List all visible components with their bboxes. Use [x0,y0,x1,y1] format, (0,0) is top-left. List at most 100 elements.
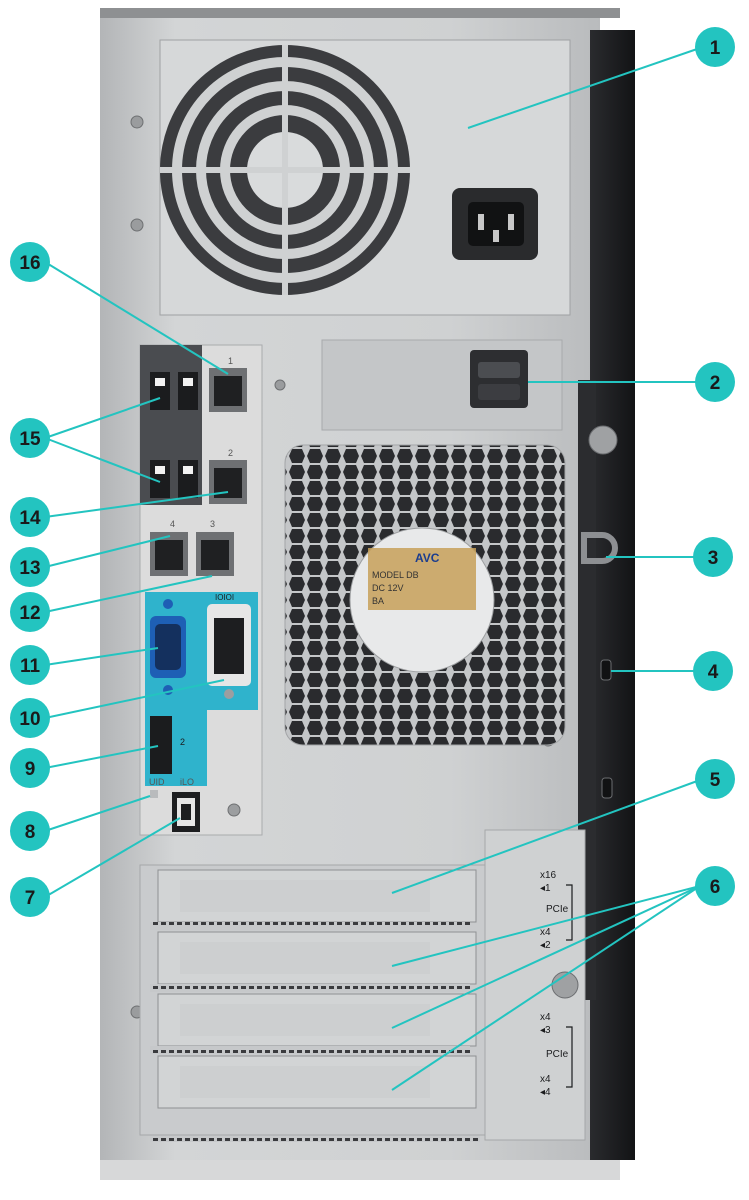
callout-16: 16 [10,242,50,282]
fan-line3: BA [372,596,384,606]
pcie-group2: PCIe [546,1049,569,1060]
pcie-slot3-width: x4 [540,1012,551,1023]
callout-circle [10,748,50,788]
callout-13: 13 [10,547,50,587]
vga-port[interactable] [150,599,186,695]
callout-9: 9 [10,748,50,788]
callout-circle [10,645,50,685]
callout-number: 13 [19,558,40,579]
callout-8: 8 [10,811,50,851]
callout-number: 1 [710,38,721,59]
pcie-slot4-width: x4 [540,1074,551,1085]
callout-circle [10,547,50,587]
pcie-slot1-width: x16 [540,870,557,881]
pcie-bracket-line [566,884,573,1088]
leader-15a [44,397,161,439]
callout-circle [695,866,735,906]
leader-10 [44,679,225,719]
callout-number: 8 [25,822,36,843]
system-fan: AVC MODEL DB DC 12V BA [284,444,566,746]
callout-number: 6 [710,877,721,898]
pcie-slot1-num: ◂1 [540,883,551,894]
callout-4: 4 [693,651,733,691]
callout-circle [10,877,50,917]
callout-5: 5 [695,759,735,799]
dp-label: 2 [180,737,185,747]
callout-number: 9 [25,759,36,780]
vent-strip [150,1046,470,1054]
pcie-slot-cover-4 [157,1055,477,1109]
pcie-slot2-width: x4 [540,927,551,938]
callout-number: 14 [19,508,41,529]
leader-13 [44,535,171,568]
callout-circle [10,592,50,632]
vent-strip [150,984,470,992]
uid-label: UID [149,777,165,787]
usb-port[interactable] [178,460,198,498]
leader-12 [44,575,213,613]
callout-3: 3 [693,537,733,577]
nic-port-1[interactable]: 1 [209,356,247,412]
callout-circle [695,759,735,799]
callout-12: 12 [10,592,50,632]
callout-circle [695,362,735,402]
callout-circle [695,27,735,67]
usb-ports-lower [150,460,198,498]
nic-port-3[interactable]: 3 [196,519,234,576]
callout-7: 7 [10,877,50,917]
chassis-top-edge [100,8,620,18]
leader-6a [391,885,701,967]
uid-led[interactable] [150,790,158,798]
usb-port[interactable] [178,372,198,410]
pcie-slot3-num: ◂3 [540,1025,551,1036]
callout-15: 15 [10,418,50,458]
pcie-slot-cover-3 [157,993,477,1047]
ilo-label: iLO [180,777,194,787]
usb-port[interactable] [150,372,170,410]
callout-number: 3 [708,548,719,569]
leader-1 [467,47,701,129]
side-hardware [581,425,618,799]
callout-circle [10,497,50,537]
callout-2: 2 [695,362,735,402]
dvi-label: IOIOI [215,593,234,602]
callout-14: 14 [10,497,50,537]
callout-number: 7 [25,888,36,909]
callout-circle [10,811,50,851]
callout-circle [10,418,50,458]
callout-number: 12 [19,603,40,624]
dvi-port[interactable]: IOIOI [207,593,251,699]
callout-6: 6 [695,866,735,906]
callout-10: 10 [10,698,50,738]
screw [130,115,144,129]
power-supply [159,39,571,316]
ilo-port[interactable] [172,792,200,832]
nic-label-2: 2 [228,448,233,458]
pcie-group1: PCIe [546,904,569,915]
leader-6c [391,885,701,1091]
leader-7 [44,817,181,898]
callout-number: 10 [19,709,40,730]
screw [274,379,286,391]
callout-circle [693,651,733,691]
lock-latch[interactable] [321,339,563,431]
padlock-eye[interactable] [581,532,618,564]
vent-strip [150,922,470,930]
callout-number: 4 [708,662,719,683]
thumbscrew[interactable] [588,425,618,455]
security-slot[interactable] [600,659,612,681]
nic-port-4[interactable]: 4 [150,519,188,576]
fan-voltage: DC 12V [372,583,404,593]
pcie-labels: x16 ◂1 PCIe x4 ◂2 x4 ◂3 PCIe x4 ◂4 [540,870,569,1098]
callout-11: 11 [10,645,50,685]
callout-circle [693,537,733,577]
fan-label [368,548,476,610]
pcie-slot-cover-2 [157,931,477,985]
displayport[interactable]: 2 [150,716,185,774]
leader-6b [391,885,701,1029]
leader-16 [44,261,229,375]
leader-5 [391,779,701,894]
callout-number: 2 [710,373,721,394]
io-screw [227,803,241,817]
